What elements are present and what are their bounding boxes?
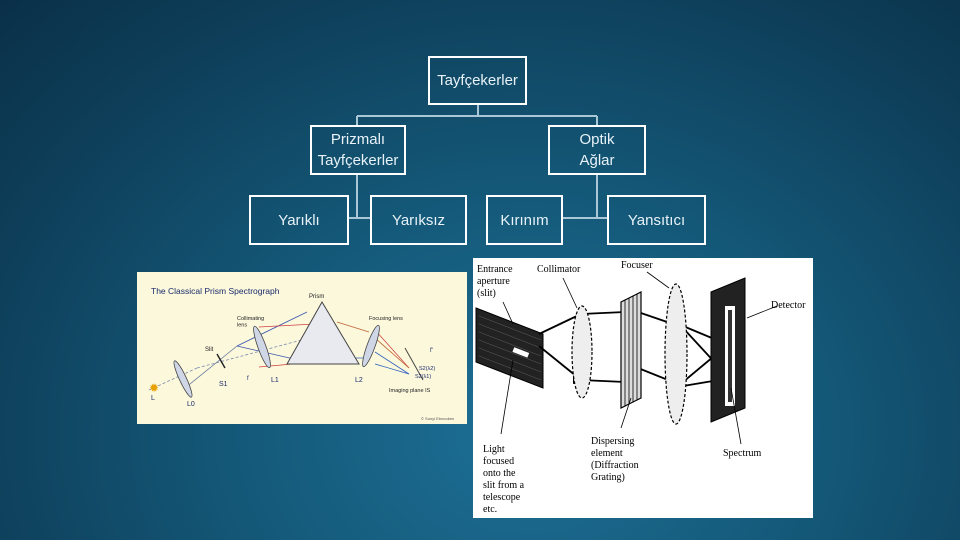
leaf-label-slit: Yarıklı xyxy=(278,211,320,229)
entrance-slit-plate xyxy=(475,307,544,389)
prism-spectrograph-figure: The Classical Prism Spectrograph ✹ xyxy=(137,272,467,424)
f-prime-label: f' xyxy=(430,348,433,354)
prism-spectrograph-node: Prizmalı Tayfçekerler xyxy=(310,125,406,175)
optical-grating-label: Optik Ağlar xyxy=(579,131,615,169)
slit-label: Slit xyxy=(205,347,214,353)
detector-label: Detector xyxy=(771,300,806,311)
focusing-lens-label: Focusing lens xyxy=(369,316,403,322)
leaf-node-reflective: Yansıtıcı xyxy=(607,195,706,245)
light-source-icon: ✹ xyxy=(149,381,159,395)
lens-l0 xyxy=(173,360,193,398)
imaging-plane-label: Imaging plane IS xyxy=(389,388,431,394)
l1-label: L1 xyxy=(271,377,279,384)
l0-label: L0 xyxy=(187,401,195,408)
lens-l2 xyxy=(362,324,380,368)
spectrum-label: Spectrum xyxy=(723,448,762,459)
lens-l1 xyxy=(253,325,271,369)
prism-shape xyxy=(286,301,360,365)
leaf-label-diffraction: Kırınım xyxy=(500,211,549,229)
leaf-node-slit: Yarıklı xyxy=(249,195,349,245)
focuser-label: Focuser xyxy=(621,260,653,271)
credit-label: © Sonyl Ebnooken xyxy=(421,416,454,421)
optical-grating-node: Optik Ağlar xyxy=(548,125,646,175)
l-label: L xyxy=(151,395,155,402)
prism-spectrograph-label: Prizmalı Tayfçekerler xyxy=(317,131,399,169)
leaf-label-slitless: Yarıksız xyxy=(391,211,446,229)
prism-label: Prism xyxy=(309,294,324,300)
prism-figure-title: The Classical Prism Spectrograph xyxy=(151,286,280,296)
s1-label: S1 xyxy=(219,381,228,388)
collimator-lens xyxy=(571,305,593,399)
leaf-node-diffraction: Kırınım xyxy=(486,195,563,245)
f-label: f xyxy=(247,376,249,382)
root-label: Tayfçekerler xyxy=(437,72,518,89)
leaf-node-slitless: Yarıksız xyxy=(370,195,467,245)
root-node: Tayfçekerler xyxy=(428,56,527,105)
l2-label: L2 xyxy=(355,377,363,384)
collimator-label: Collimator xyxy=(537,264,581,275)
focuser-lens xyxy=(664,283,688,425)
s2-l1-label: S2(λ1) xyxy=(415,374,431,380)
leaf-label-reflective: Yansıtıcı xyxy=(627,211,686,229)
diffraction-grating xyxy=(620,291,642,409)
s2-l2-label: S2(λ2) xyxy=(419,366,435,372)
